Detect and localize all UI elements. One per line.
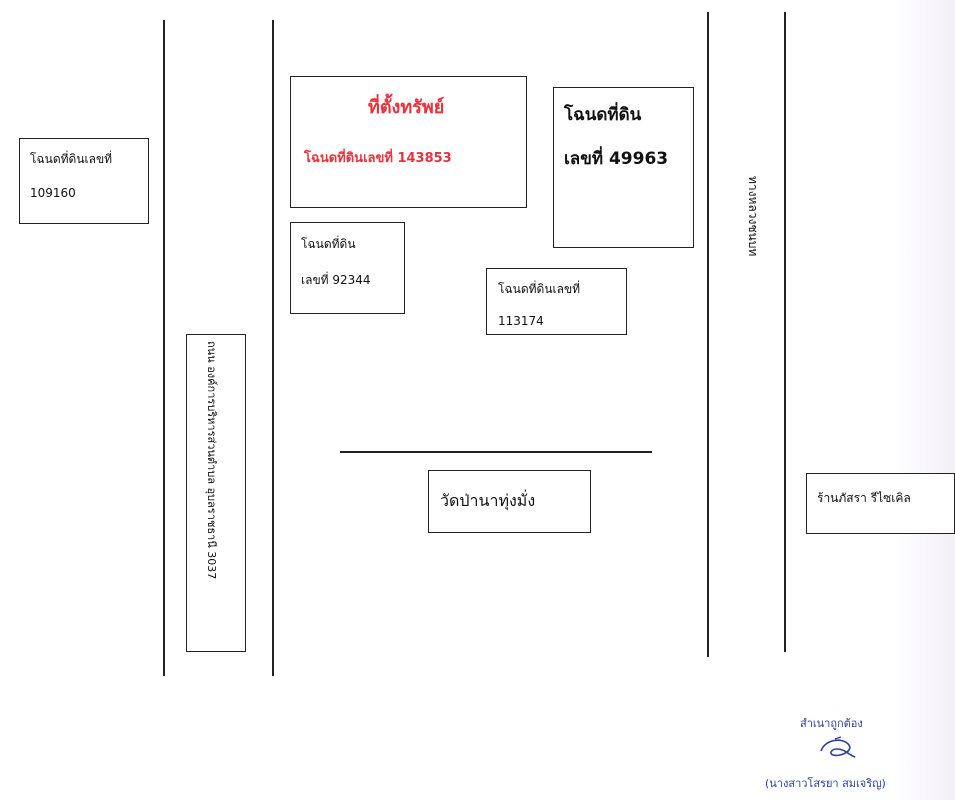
target-property-heading: ที่ตั้งทรัพย์ xyxy=(368,97,445,118)
target-property-deed: โฉนดที่ดินเลขที่ 143853 xyxy=(304,151,452,166)
road-line-left-1 xyxy=(163,20,165,676)
deed-box-92344 xyxy=(290,222,405,314)
deed-113174-label: โฉนดที่ดินเลขที่ xyxy=(498,282,581,296)
target-property-box xyxy=(290,76,527,208)
road-left-label: ถนน องค์การบริหารส่วนตำบล อุบลราชธานี 30… xyxy=(205,341,218,580)
temple-label: วัดป่านาทุ่งมั่ง xyxy=(440,491,536,510)
deed-92344-number: เลขที่ 92344 xyxy=(301,273,371,287)
shop-label: ร้านภัสรา รีไซเคิล xyxy=(817,491,911,505)
deed-49963-label: โฉนดที่ดิน xyxy=(564,105,642,125)
shop-box xyxy=(806,473,955,534)
certification-label: สำเนาถูกต้อง xyxy=(800,717,863,730)
road-line-right-2 xyxy=(784,12,786,652)
deed-box-49963 xyxy=(553,87,694,248)
road-left-label-box xyxy=(186,334,246,652)
signature-mark xyxy=(820,736,856,758)
certification-name: (นางสาวโสรยา สมเจริญ) xyxy=(765,777,886,790)
deed-49963-number: เลขที่ 49963 xyxy=(564,149,669,169)
deed-113174-number: 113174 xyxy=(498,314,544,328)
deed-109160-number: 109160 xyxy=(30,186,76,200)
temple-box xyxy=(428,470,591,533)
road-right-label: ทางหลวงชนบท xyxy=(746,176,760,257)
road-line-left-2 xyxy=(272,20,274,676)
deed-92344-label: โฉนดที่ดิน xyxy=(301,237,356,251)
road-line-temple xyxy=(340,451,652,453)
scan-edge-tint xyxy=(895,0,955,800)
road-line-right-1 xyxy=(707,12,709,657)
deed-box-109160 xyxy=(19,138,149,224)
deed-box-113174 xyxy=(486,268,627,335)
deed-109160-label: โฉนดที่ดินเลขที่ xyxy=(30,152,113,166)
